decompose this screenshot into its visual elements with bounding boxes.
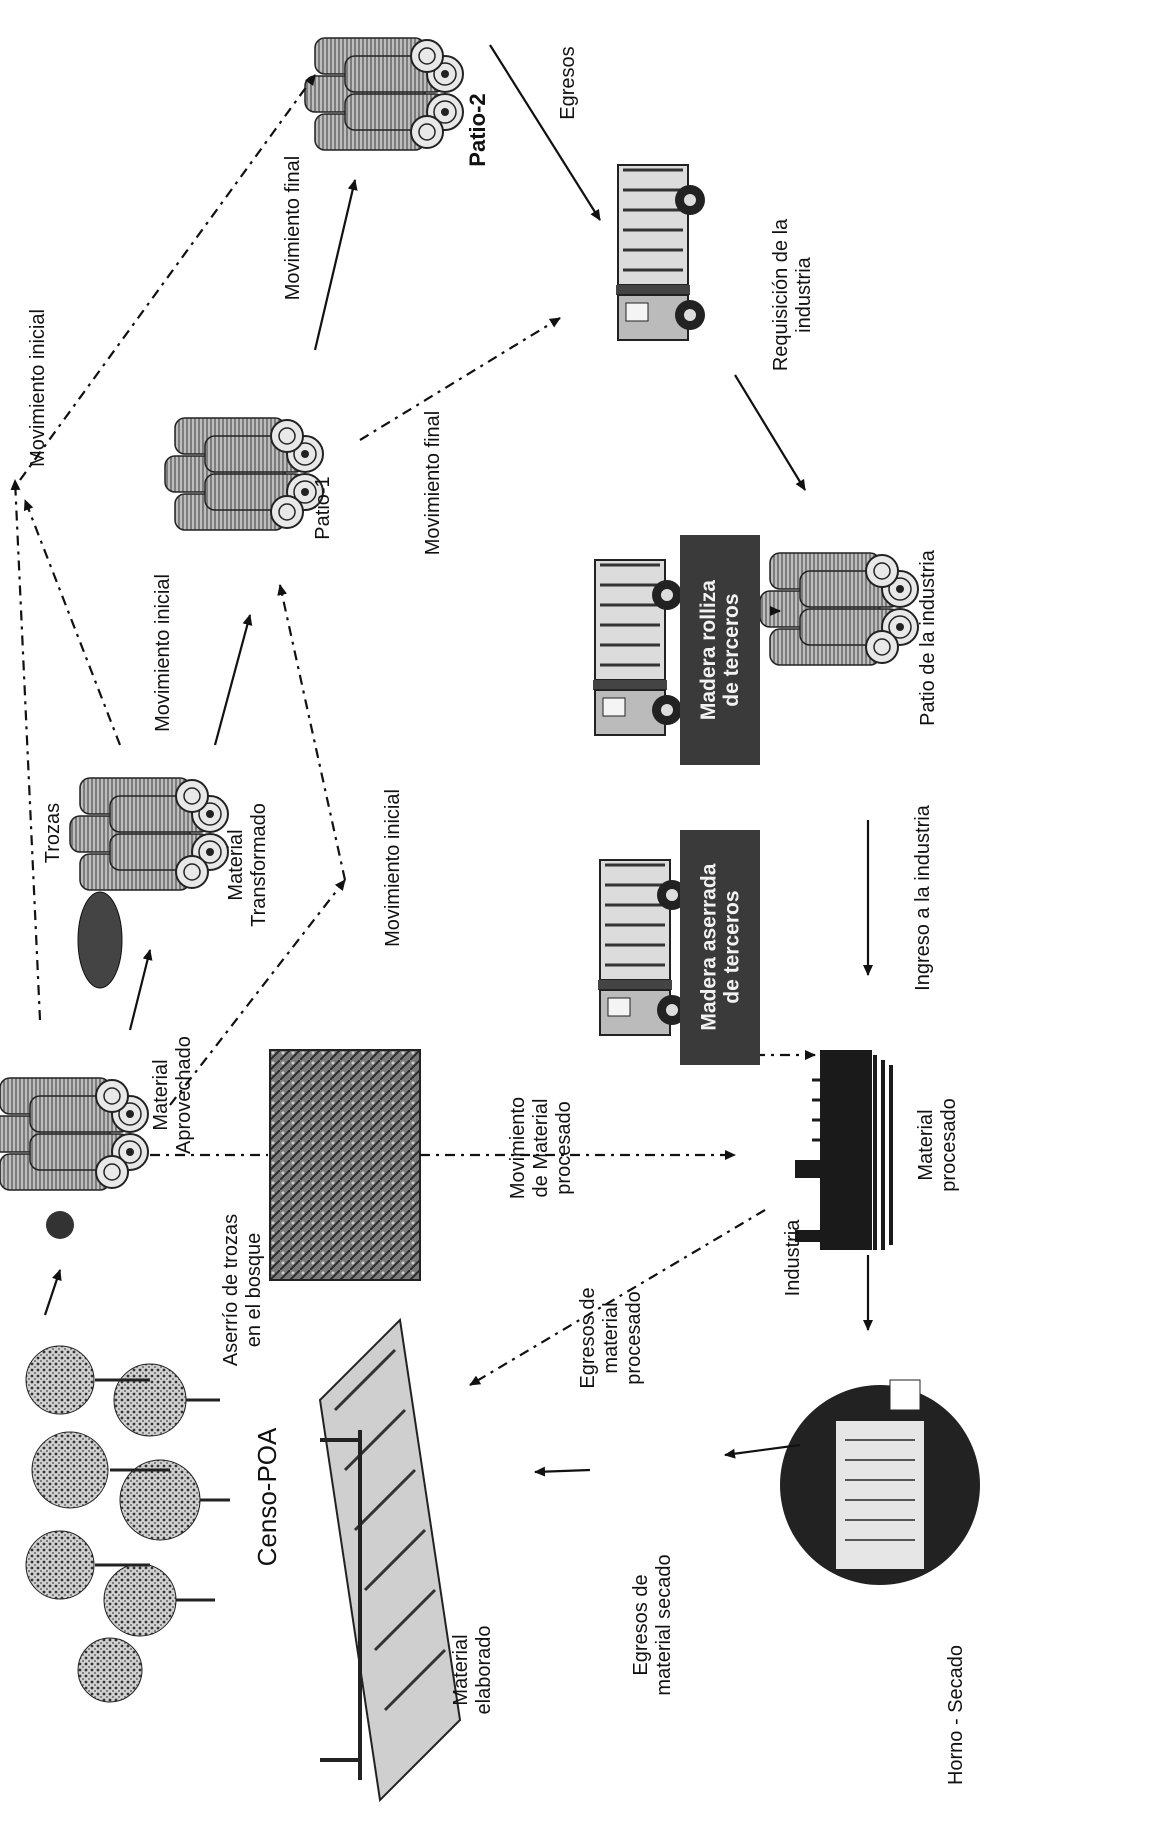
material-procesado-label: Material procesado (915, 1085, 965, 1205)
mov-inicial-top-label: Movimiento inicial (27, 288, 53, 488)
factory-icon (795, 1050, 891, 1250)
material-elaborado-label: Material elaborado (450, 1615, 500, 1725)
mov-inicial-low-label: Movimiento inicial (382, 768, 408, 968)
truck-sawn-wood-icon (598, 860, 687, 1035)
patio2-log-icon (305, 38, 463, 150)
mov-final-mid-label: Movimiento final (422, 393, 448, 573)
third-party-sawn-wood-box: Madera aserrada de terceros (680, 830, 760, 1065)
aserrio-label: Aserrío de trozas en el bosque (220, 1195, 270, 1385)
egresos-material-secado-label: Egresos de material secado (630, 1530, 680, 1720)
third-party-round-wood-box: Madera rolliza de terceros (680, 535, 760, 765)
egresos-material-procesado-label: Egresos de material procesado (577, 1268, 653, 1408)
patio1-label: Patio-1 (312, 468, 338, 548)
horno-secado-label: Horno - Secado (945, 1615, 975, 1815)
ingreso-industria-label: Ingreso a la industria (912, 783, 938, 1013)
patio1-log-icon (165, 418, 323, 530)
kiln-drying-icon (780, 1380, 980, 1585)
mov-material-procesado-label: Movimiento de Material procesado (507, 1073, 583, 1223)
madera-rolliza-label: Madera rolliza de terceros (697, 580, 743, 720)
mov-final-top-label: Movimiento final (282, 138, 308, 318)
log-pile-icon (0, 1078, 148, 1190)
madera-aserrada-label: Madera aserrada de terceros (697, 864, 743, 1031)
trozas-log-icon (70, 778, 228, 890)
material-aprovechado-label: Material Aprovechado (150, 1035, 200, 1155)
forest-icon (26, 1346, 230, 1702)
chainsaw-icon (78, 892, 122, 988)
trozas-label: Trozas (42, 793, 68, 873)
mov-inicial-mid-label: Movimiento inicial (152, 553, 178, 753)
chainsaw-worker-icon (46, 1211, 74, 1239)
industry-yard-log-icon (760, 553, 918, 665)
patio2-label: Patio-2 (465, 80, 495, 180)
requisicion-label: Requisición de la industria (770, 200, 820, 390)
material-transformado-label: Material Transformado (225, 795, 275, 935)
truck-round-wood-icon (593, 560, 682, 735)
finished-lumber-icon (320, 1320, 460, 1800)
forest-sawmill-photo (270, 1050, 420, 1280)
truck-icon (616, 165, 705, 340)
industria-label: Industria (782, 1203, 808, 1313)
censo-poa-label: Censo-POA (253, 1397, 287, 1597)
egresos-label: Egresos (557, 33, 583, 133)
patio-industria-label: Patio de la industria (917, 528, 943, 748)
